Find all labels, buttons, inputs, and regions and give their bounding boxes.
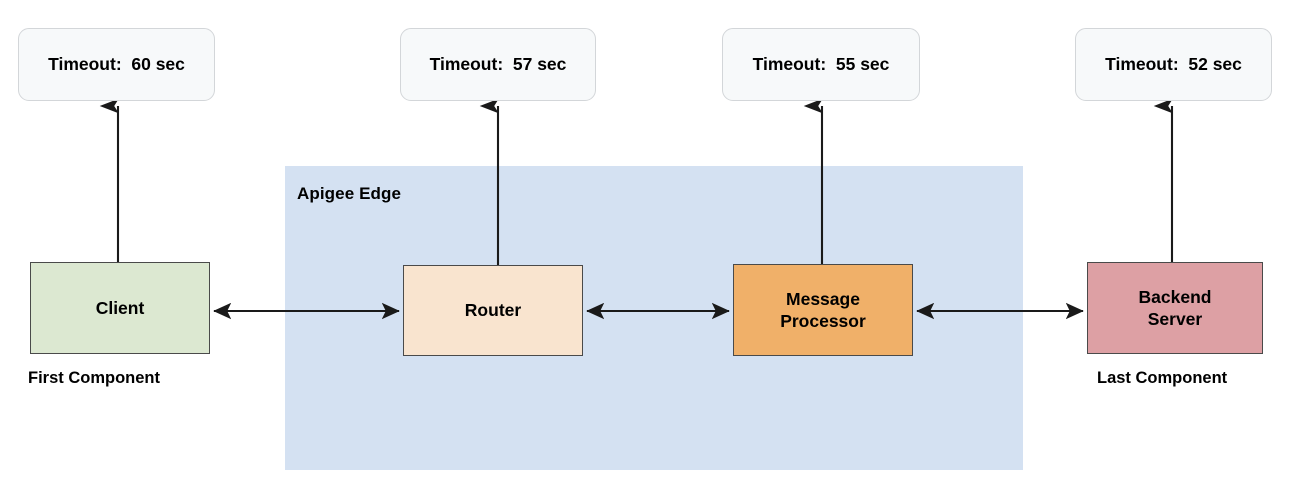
caption-first-component: First Component	[28, 369, 160, 387]
node-message-processor-label: Message Processor	[780, 288, 866, 331]
timeout-callout-backend-server-text: Timeout: 52 sec	[1105, 54, 1242, 74]
timeout-callout-router: Timeout: 57 sec	[400, 28, 596, 101]
node-router: Router	[403, 265, 583, 356]
node-router-label: Router	[464, 300, 522, 321]
timeout-callout-message-processor: Timeout: 55 sec	[722, 28, 920, 101]
apigee-edge-label: Apigee Edge	[297, 184, 402, 203]
timeout-callout-client: Timeout: 60 sec	[18, 28, 215, 101]
timeout-callout-router-text: Timeout: 57 sec	[429, 54, 567, 74]
timeout-callout-message-processor-text: Timeout: 55 sec	[752, 54, 890, 74]
node-client-label: Client	[95, 297, 145, 318]
node-backend-server-label: Backend Server	[1138, 286, 1212, 329]
timeout-callout-backend-server: Timeout: 52 sec	[1075, 28, 1272, 101]
timeout-callout-client-text: Timeout: 60 sec	[48, 54, 185, 74]
node-client: Client	[30, 262, 210, 354]
node-backend-server: Backend Server	[1087, 262, 1263, 354]
node-message-processor: Message Processor	[733, 264, 913, 356]
caption-last-component: Last Component	[1097, 369, 1228, 387]
